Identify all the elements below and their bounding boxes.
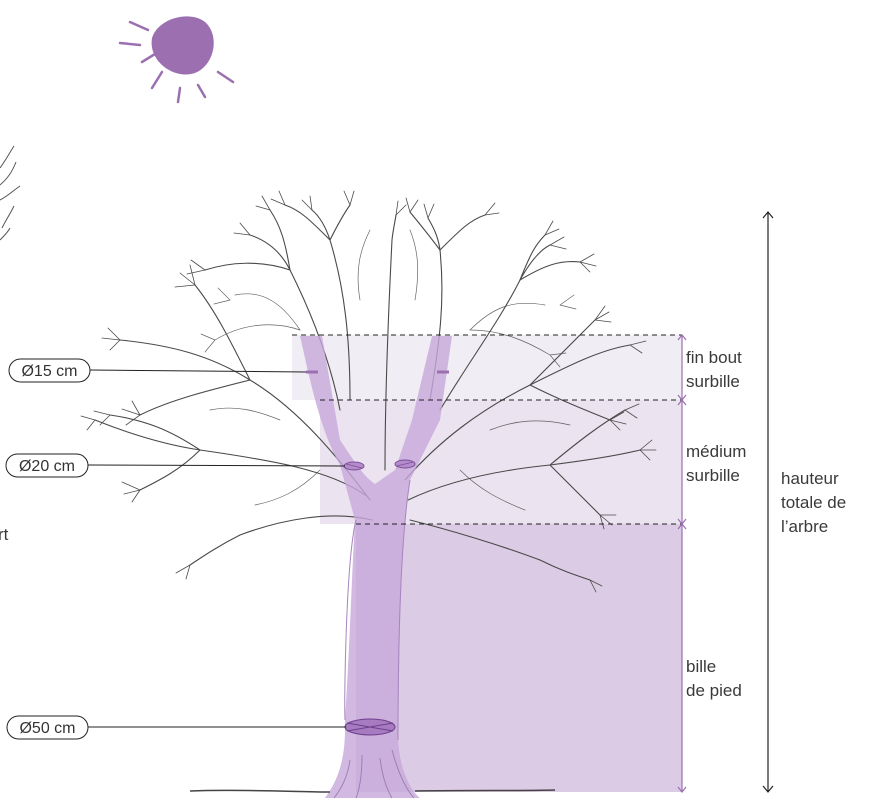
zone-bille-de-pied [356, 524, 682, 792]
tree-trunk [300, 336, 452, 799]
diameter-15cm-label: Ø15 cm [21, 363, 77, 380]
partial-tree-left [0, 145, 21, 241]
ground-line [189, 789, 556, 793]
label-fin-bout-line1: fin bout [686, 348, 742, 367]
label-bille-line1: bille [686, 657, 716, 676]
label-medium-line2: surbille [686, 466, 740, 485]
label-total-height-line1: hauteur [781, 469, 839, 488]
ring-20cm-left [343, 461, 365, 471]
partial-left-text: rt [0, 525, 9, 544]
callout-20cm: Ø20 cm [5, 453, 346, 478]
callout-50cm: Ø50 cm [6, 715, 346, 740]
zone-fin-bout [292, 335, 682, 400]
section-measure-line [677, 334, 687, 793]
diameter-50cm-label: Ø50 cm [19, 720, 75, 737]
ring-20cm-right [394, 459, 416, 469]
label-medium-line1: médium [686, 442, 746, 461]
callout-15cm: Ø15 cm [8, 358, 307, 383]
label-bille-line2: de pied [686, 681, 742, 700]
label-total-height-line2: totale de [781, 493, 846, 512]
label-fin-bout-line2: surbille [686, 372, 740, 391]
diameter-20cm-label: Ø20 cm [19, 458, 75, 475]
label-total-height-line3: l’arbre [781, 517, 828, 536]
section-dividers [292, 334, 682, 525]
total-height-arrow [762, 211, 774, 793]
sun-icon [118, 16, 235, 104]
ring-50cm [344, 718, 396, 736]
